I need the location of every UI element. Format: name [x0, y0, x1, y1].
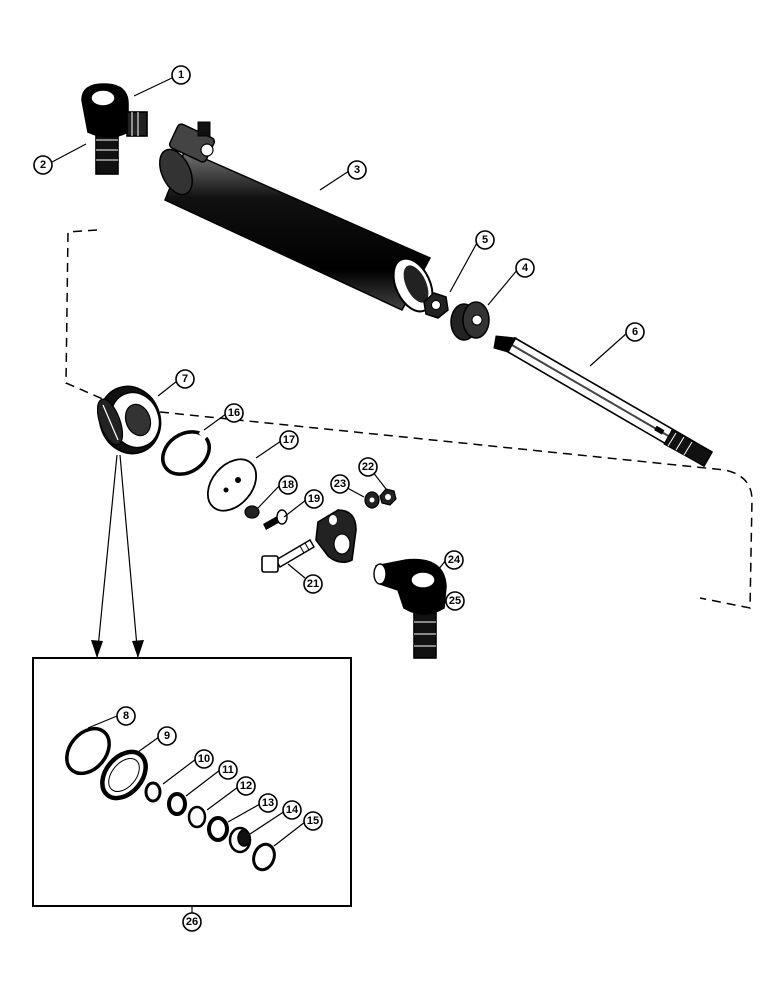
inset-leader-left: [96, 454, 118, 659]
callout-18: 18: [278, 475, 298, 495]
callout-12: 12: [236, 776, 256, 796]
plate-17: [206, 458, 258, 512]
callout-15: 15: [303, 811, 323, 831]
callout-7: 7: [175, 369, 195, 389]
callout-17: 17: [279, 430, 299, 450]
svg-text:15: 15: [307, 815, 319, 827]
ring-13: [207, 816, 229, 842]
callout-4: 4: [515, 258, 535, 278]
o-ring-8: [65, 726, 111, 776]
tie-rod-end-upper: [81, 83, 148, 175]
svg-text:14: 14: [286, 804, 299, 816]
svg-text:2: 2: [40, 159, 46, 171]
svg-text:19: 19: [308, 493, 320, 505]
bushing-4: [450, 301, 490, 341]
seal-10: [144, 781, 162, 803]
callout-19: 19: [304, 489, 324, 509]
svg-text:11: 11: [222, 764, 234, 776]
ring-12: [187, 805, 207, 829]
snap-ring-15: [252, 842, 276, 872]
callout-8: 8: [116, 706, 136, 726]
svg-text:9: 9: [164, 730, 170, 742]
svg-text:23: 23: [334, 478, 346, 490]
cylinder-barrel: [159, 121, 434, 313]
callout-3: 3: [347, 160, 367, 180]
seal-11: [167, 792, 187, 816]
washer-18: [244, 505, 260, 519]
svg-text:5: 5: [482, 234, 488, 246]
svg-text:3: 3: [354, 164, 360, 176]
callout-1: 1: [171, 65, 191, 85]
tie-rod-end-lower: [373, 558, 447, 659]
callout-11: 11: [218, 760, 238, 780]
callout-5: 5: [475, 230, 495, 250]
svg-text:4: 4: [522, 262, 529, 274]
svg-text:21: 21: [307, 578, 319, 590]
callout-10: 10: [194, 749, 214, 769]
svg-text:16: 16: [228, 407, 240, 419]
nut-5: [423, 292, 449, 319]
callout-13: 13: [258, 793, 278, 813]
svg-text:18: 18: [282, 479, 294, 491]
callout-22: 22: [358, 457, 378, 477]
callout-6: 6: [625, 322, 645, 342]
assembly-dashed-outline: [65, 229, 753, 609]
clamp: [315, 509, 357, 564]
svg-text:6: 6: [632, 326, 638, 338]
callout-16: 16: [224, 403, 244, 423]
bolt-21: [261, 539, 315, 573]
nut-22: [379, 488, 397, 506]
callout-leaders: [51, 76, 628, 847]
callout-26: 26: [182, 912, 202, 932]
callout-21: 21: [303, 574, 323, 594]
callout-24: 24: [444, 550, 464, 570]
bolt-19: [263, 509, 288, 530]
piston-rod-6: [493, 335, 714, 468]
inset-leader-right: [119, 454, 139, 659]
callout-23: 23: [330, 474, 350, 494]
callout-9: 9: [157, 726, 177, 746]
svg-text:7: 7: [182, 373, 188, 385]
svg-text:26: 26: [186, 916, 198, 928]
snap-ring-16: [161, 430, 211, 476]
svg-text:13: 13: [262, 797, 274, 809]
wiper-14: [228, 826, 252, 854]
callout-14: 14: [282, 800, 302, 820]
svg-text:1: 1: [178, 69, 184, 81]
svg-text:22: 22: [362, 461, 374, 473]
seal-kit-inset-box: [32, 657, 352, 907]
svg-text:25: 25: [449, 595, 461, 607]
callout-2: 2: [33, 155, 53, 175]
callout-25: 25: [445, 591, 465, 611]
backup-ring-9: [100, 749, 148, 801]
svg-text:12: 12: [240, 780, 252, 792]
svg-text:8: 8: [123, 710, 129, 722]
svg-text:10: 10: [198, 753, 210, 765]
gland-head-7: [96, 385, 162, 455]
svg-text:24: 24: [448, 554, 461, 566]
svg-text:17: 17: [283, 434, 295, 446]
